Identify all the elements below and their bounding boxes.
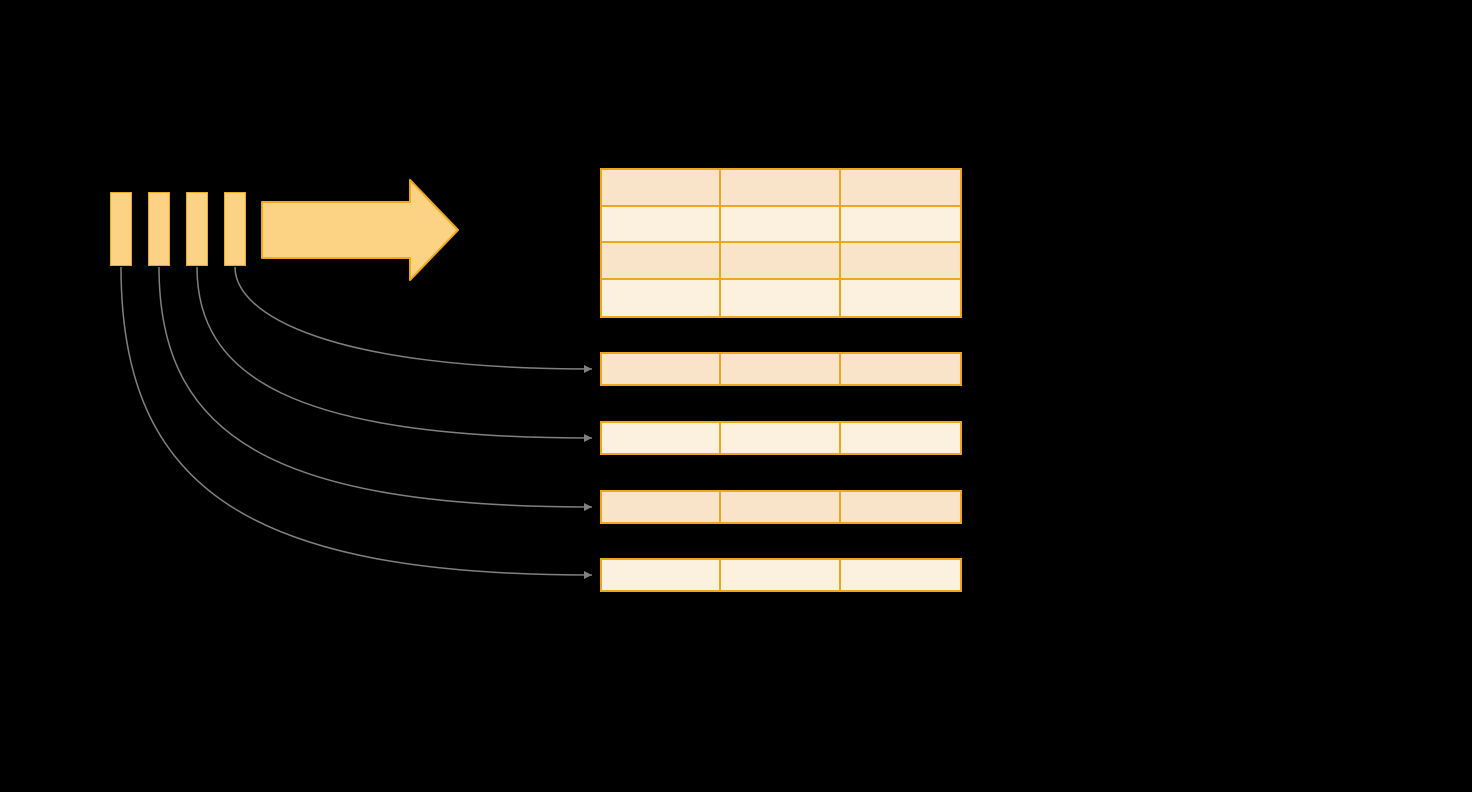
- main-table-cell: [840, 206, 960, 243]
- main-table-cell: [602, 206, 722, 243]
- row-table-cell: [602, 354, 722, 384]
- main-table-cell: [602, 170, 722, 207]
- row-table-cell: [721, 492, 841, 522]
- row-table-cell: [840, 560, 960, 590]
- connector-arrow: [120, 266, 593, 579]
- row-table-cell: [721, 354, 841, 384]
- main-table-cell: [721, 170, 841, 207]
- stream-segment: [148, 192, 170, 266]
- row-table-cell: [721, 560, 841, 590]
- row-table: [600, 352, 962, 386]
- main-table-cell: [721, 279, 841, 316]
- stream-segments: [110, 192, 246, 266]
- row-table-cell: [840, 423, 960, 453]
- main-table-cell: [840, 243, 960, 280]
- row-table-cell: [602, 560, 722, 590]
- stream-segment: [224, 192, 246, 266]
- main-table-cell: [721, 206, 841, 243]
- stream-segment: [186, 192, 208, 266]
- connector-arrow: [158, 266, 593, 511]
- row-table-cell: [840, 492, 960, 522]
- main-table-cell: [721, 243, 841, 280]
- row-table: [600, 421, 962, 455]
- main-table-cell: [602, 243, 722, 280]
- connector-arrow: [234, 266, 593, 373]
- row-table: [600, 558, 962, 592]
- main-table-cell: [840, 170, 960, 207]
- flow-arrow: [261, 179, 459, 281]
- main-table-cell: [602, 279, 722, 316]
- row-table-cell: [602, 423, 722, 453]
- row-table-cell: [602, 492, 722, 522]
- stream-segment: [110, 192, 132, 266]
- main-table: [600, 168, 962, 318]
- row-table-cell: [721, 423, 841, 453]
- main-table-cell: [840, 279, 960, 316]
- connector-arrow: [196, 266, 593, 442]
- row-table: [600, 490, 962, 524]
- row-table-cell: [840, 354, 960, 384]
